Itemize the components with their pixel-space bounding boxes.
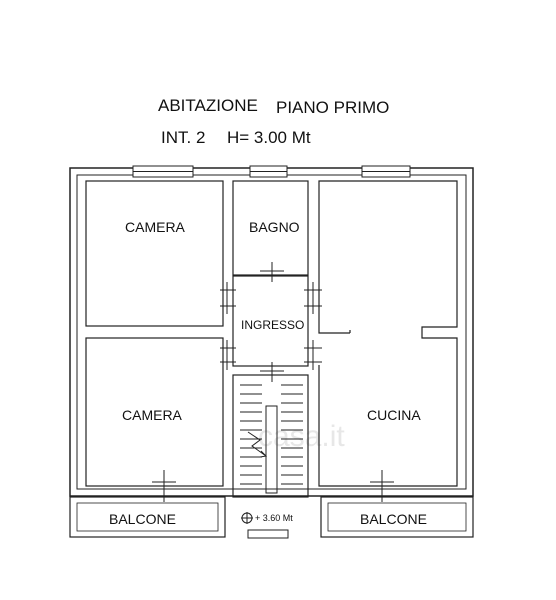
room-label-camera-top: CAMERA — [125, 219, 186, 235]
room-camera-top: CAMERA — [85, 180, 224, 327]
plan-title-dwelling: ABITAZIONE — [158, 96, 258, 115]
level-marker: + 3.60 Mt — [241, 512, 293, 524]
room-label-bagno: BAGNO — [249, 219, 300, 235]
balcony-right: BALCONE — [320, 496, 474, 538]
room-bagno: BAGNO — [232, 180, 309, 276]
stair-level-label: + 3.60 Mt — [255, 513, 293, 523]
windows-top — [132, 165, 411, 178]
room-label-cucina: CUCINA — [367, 407, 421, 423]
room-label-camera-bottom: CAMERA — [122, 407, 183, 423]
plan-unit-number: INT. 2 — [161, 128, 205, 147]
room-label-balcone-right: BALCONE — [360, 511, 427, 527]
balcony-left: BALCONE — [69, 496, 226, 538]
room-label-balcone-left: BALCONE — [109, 511, 176, 527]
room-ingresso: INGRESSO — [232, 275, 309, 367]
plan-title-floor: PIANO PRIMO — [276, 98, 389, 117]
staircase — [232, 374, 309, 539]
room-cucina: CUCINA — [318, 180, 458, 487]
plan-ceiling-height: H= 3.00 Mt — [227, 128, 311, 147]
room-camera-bottom: CAMERA — [85, 337, 224, 487]
door-marks — [152, 262, 394, 502]
room-label-ingresso: INGRESSO — [241, 318, 304, 332]
